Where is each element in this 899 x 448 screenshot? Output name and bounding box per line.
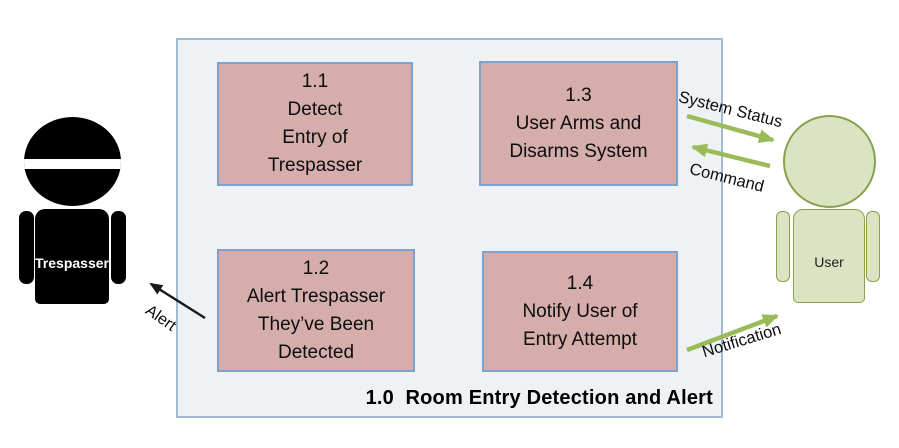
trespasser-mask-stripe [24,159,121,169]
user-torso [793,209,865,303]
process-line: Entry of [282,127,348,148]
trespasser-torso [35,209,109,304]
process-line: Trespasser [267,155,363,176]
process-line: Disarms System [509,140,648,162]
process-line: 1.2 [302,257,330,279]
process-box-1-3: 1.3 User Arms and Disarms System [479,61,678,186]
process-line: Notify User of [522,300,638,322]
process-line: 1.3 [565,84,592,106]
process-line: Detected [277,341,355,363]
process-line: Entry Attempt [522,328,638,350]
process-line: They’ve Been [257,313,375,335]
process-box-1-2: 1.2 Alert Trespasser They’ve Been Detect… [217,249,415,372]
trespasser-head-icon [24,117,121,206]
process-line: Alert Trespasser [246,285,386,307]
process-line: 1.4 [566,272,594,294]
process-line: User Arms and [515,112,642,134]
user-arm-right [866,211,880,282]
trespasser-label: Trespasser [35,255,109,271]
trespasser-arm-left [19,211,34,284]
process-box-1-1: 1.1 Detect Entry of Trespasser [217,62,413,186]
process-line: 1.1 [301,71,329,92]
user-label: User [814,254,844,270]
system-boundary-label: 1.0 Room Entry Detection and Alert [365,387,713,409]
user-arm-left [776,211,790,282]
trespasser-arm-right [111,211,126,284]
user-head-icon [783,115,876,208]
flow-label-alert: Alert [142,302,179,335]
process-box-1-4: 1.4 Notify User of Entry Attempt [482,251,678,372]
process-line: Detect [287,99,343,120]
